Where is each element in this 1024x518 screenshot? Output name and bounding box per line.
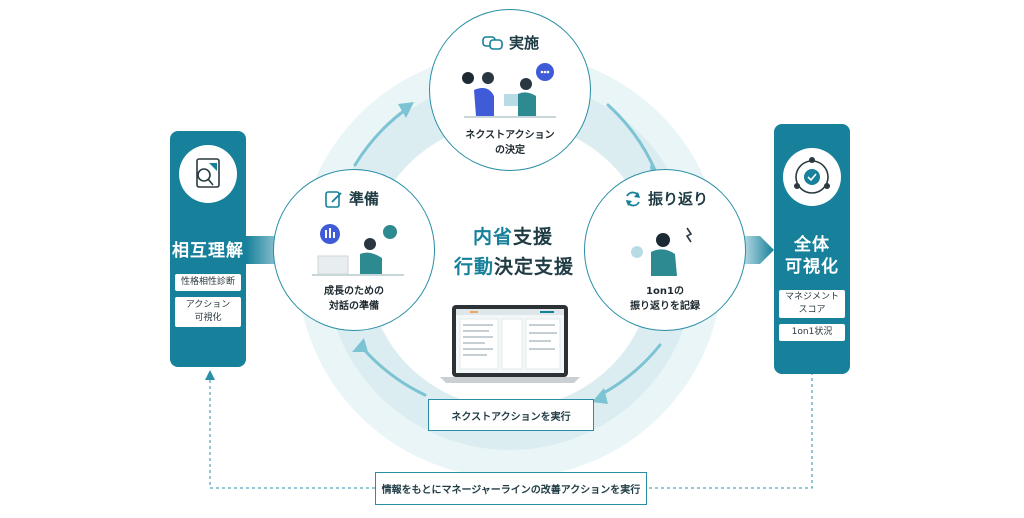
tag-management-score: マネジメント スコア <box>779 290 845 318</box>
node-preparation-caption-line1: 成長のための <box>324 286 384 297</box>
node-preparation: 準備 成長のための 対話の準備 <box>273 169 435 331</box>
manager-improvement-box: 情報をもとにマネージャーラインの改善アクションを実行 <box>375 472 647 505</box>
edit-note-icon <box>325 190 342 208</box>
execute-next-action-box: ネクストアクションを実行 <box>428 399 594 431</box>
arrow-left-to-top <box>353 108 407 167</box>
node-implementation-label: 実施 <box>482 32 539 53</box>
arrow-top-to-right <box>606 103 657 172</box>
arrowhead-4 <box>398 102 414 118</box>
meeting-illustration <box>462 63 556 118</box>
node-reflection-label: 振り返り <box>623 188 708 209</box>
connector-right <box>738 236 774 264</box>
laptop-illustration <box>440 305 580 383</box>
left-panel-title: 相互理解 <box>172 241 244 261</box>
arrowhead-3 <box>352 338 368 352</box>
node-preparation-caption-line2: 対話の準備 <box>329 301 379 312</box>
tag-personality-compatibility: 性格相性診断 <box>175 274 241 291</box>
node-reflection-caption-line1: 1on1の <box>646 286 684 297</box>
node-preparation-label: 準備 <box>324 188 379 209</box>
chat-bubbles-icon <box>482 35 503 50</box>
center-text-line1: 内省支援 <box>473 226 554 248</box>
center-text-line2: 行動決定支援 <box>454 256 575 278</box>
inner-disc <box>367 122 653 408</box>
diagnosis-icon <box>179 145 237 203</box>
left-panel: 相互理解 性格相性診断 アクション 可視化 <box>170 131 246 367</box>
refresh-icon <box>626 191 640 206</box>
tag-action-visualization: アクション 可視化 <box>175 297 241 327</box>
visualization-icon <box>783 148 841 206</box>
tag-1on1-status: 1on1状況 <box>779 324 845 341</box>
arrowhead-2 <box>592 388 608 404</box>
node-implementation: 実施 ネクストアクション の決定 <box>429 9 591 171</box>
right-panel: 全体 可視化 マネジメント スコア 1on1状況 <box>774 124 850 374</box>
node-reflection: 振り返り 1on1の 振り返りを記録 <box>584 169 746 331</box>
node-implementation-caption-line1: ネクストアクション <box>465 130 555 141</box>
node-implementation-caption-line2: の決定 <box>495 145 525 156</box>
feedback-arrowhead <box>205 370 215 380</box>
node-reflection-caption-line2: 振り返りを記録 <box>630 301 700 312</box>
right-panel-title-line2: 可視化 <box>785 257 839 277</box>
feedback-path <box>209 372 813 489</box>
right-panel-title-line1: 全体 <box>794 235 830 255</box>
reflection-illustration <box>631 227 693 276</box>
preparation-illustration <box>312 224 404 276</box>
